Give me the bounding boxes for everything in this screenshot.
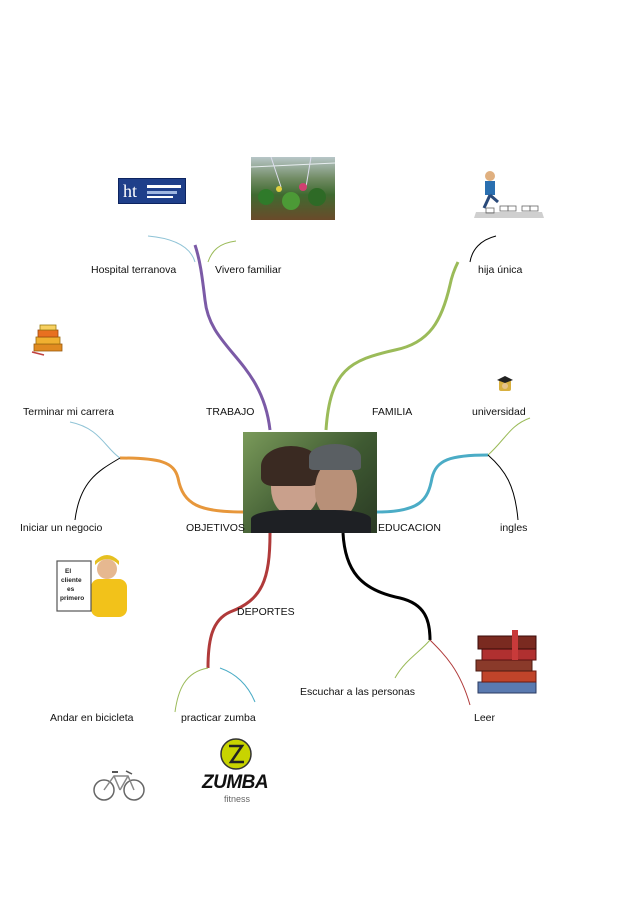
twig-escuchar-line bbox=[394, 639, 431, 679]
twig-ingles-line bbox=[487, 454, 519, 521]
hopscotch-child-icon bbox=[472, 168, 546, 220]
branch-label-objetivos: OBJETIVOS bbox=[186, 522, 245, 534]
branch-label-trabajo: TRABAJO bbox=[206, 406, 255, 418]
leaf-label-leer: Leer bbox=[474, 712, 496, 724]
twig-zumba-line bbox=[219, 667, 256, 703]
central-photo bbox=[243, 432, 377, 533]
branch-black-line bbox=[341, 532, 432, 641]
graduate-icon bbox=[497, 376, 513, 392]
twig-hija-line bbox=[469, 235, 497, 263]
twig-leer-line bbox=[429, 639, 471, 706]
branch-label-familia: FAMILIA bbox=[372, 406, 413, 418]
clothes bbox=[251, 510, 371, 533]
twig-universidad-line bbox=[487, 417, 531, 456]
cap bbox=[309, 444, 361, 470]
books-stack-icon bbox=[472, 630, 548, 696]
branch-deportes-line bbox=[206, 532, 272, 669]
svg-text:El: El bbox=[65, 568, 71, 575]
leaf-label-ingles: ingles bbox=[500, 522, 528, 534]
customer-first-sign-icon: El cliente es primero bbox=[55, 555, 133, 617]
branch-label-deportes: DEPORTES bbox=[237, 606, 295, 618]
svg-text:cliente: cliente bbox=[61, 577, 82, 584]
branch-trabajo-line bbox=[193, 244, 272, 431]
small-books-icon bbox=[30, 322, 66, 356]
leaf-label-universidad: universidad bbox=[472, 406, 526, 418]
twig-terminar-line bbox=[69, 421, 121, 459]
leaf-label-bicicleta: Andar en bicicleta bbox=[50, 712, 134, 724]
branch-label-educacion: EDUCACION bbox=[378, 522, 442, 534]
zumba-logo: ZUMBA fitness bbox=[198, 738, 272, 808]
svg-text:ht: ht bbox=[123, 181, 137, 201]
leaf-label-hospital: Hospital terranova bbox=[91, 264, 177, 276]
hospital-logo: ht bbox=[118, 178, 186, 204]
branch-objetivos-line bbox=[119, 456, 244, 514]
leaf-label-hija: hija única bbox=[478, 264, 523, 276]
twig-vivero-line bbox=[207, 240, 237, 263]
svg-text:primero: primero bbox=[60, 595, 84, 602]
branch-educacion-line bbox=[376, 453, 489, 514]
zumba-wordmark: ZUMBA bbox=[202, 772, 269, 793]
leaf-label-vivero: Vivero familiar bbox=[215, 264, 282, 276]
twig-iniciar-line bbox=[74, 457, 121, 521]
bicycle-icon bbox=[92, 768, 146, 802]
branch-familia-line bbox=[324, 261, 460, 431]
zumba-subtitle: fitness bbox=[224, 794, 251, 804]
leaf-label-escuchar: Escuchar a las personas bbox=[300, 686, 415, 698]
greenhouse-photo bbox=[250, 156, 336, 220]
twig-hospital-line bbox=[147, 235, 196, 263]
twig-bicicleta-line bbox=[174, 667, 209, 713]
leaf-label-terminar: Terminar mi carrera bbox=[23, 406, 115, 418]
leaf-label-iniciar: Iniciar un negocio bbox=[20, 522, 103, 534]
svg-text:es: es bbox=[67, 586, 75, 593]
leaf-label-zumba: practicar zumba bbox=[181, 712, 256, 724]
